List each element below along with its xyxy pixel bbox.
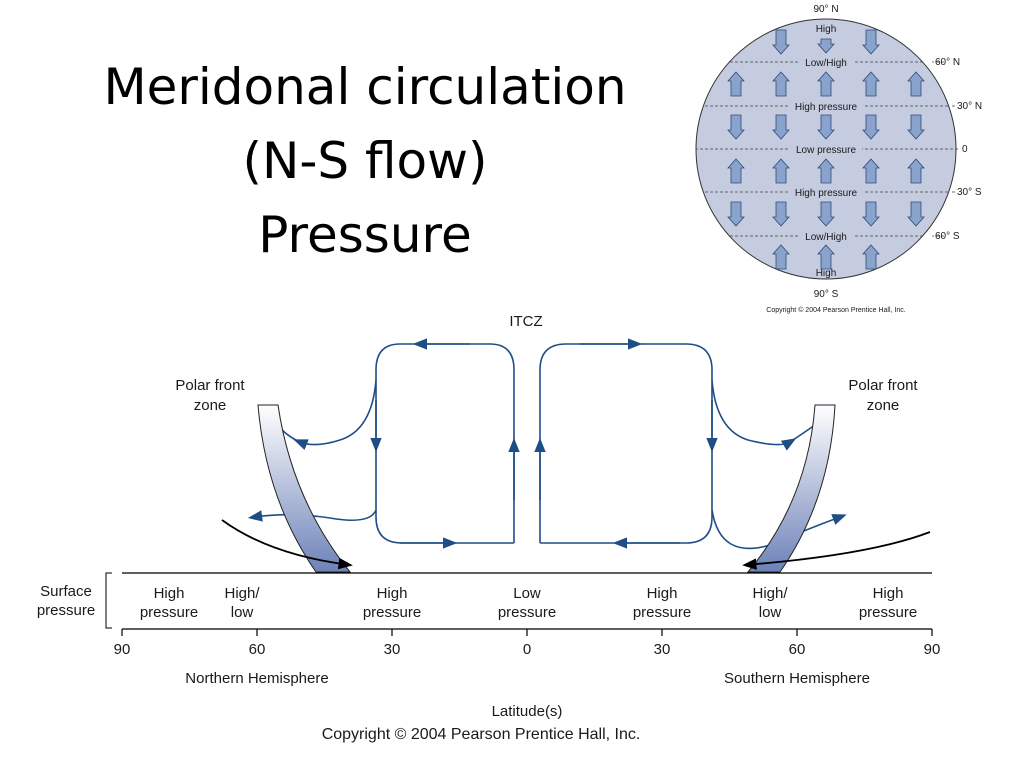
arrow-down-icon xyxy=(862,114,880,140)
arrow-down-icon xyxy=(772,114,790,140)
pressure-label-1b: pressure xyxy=(140,604,198,621)
latitude-axis-label: Latitude(s) xyxy=(492,703,563,720)
pressure-label-3a: High xyxy=(377,585,408,602)
title-line-3: Pressure xyxy=(258,206,472,264)
arrow-up-icon xyxy=(817,244,835,270)
arrow-down-icon xyxy=(907,114,925,140)
globe-bottom-label: 90° S xyxy=(814,289,839,300)
globe-lat-4: 30° S xyxy=(957,187,982,198)
tick-label-6: 60 xyxy=(789,641,806,658)
polar-front-right-line1: Polar front xyxy=(848,377,918,394)
tick-label-2: 60 xyxy=(249,641,266,658)
tick-label-5: 30 xyxy=(654,641,671,658)
globe-pole-bottom: High xyxy=(816,268,837,279)
polar-front-left-band xyxy=(257,404,352,573)
surface-pressure-line2: pressure xyxy=(37,602,95,619)
arrow-down-icon xyxy=(772,201,790,227)
globe-lat-5: 60° S xyxy=(935,231,960,242)
title-line-2: (N-S flow) xyxy=(242,132,488,190)
arrow-down-icon xyxy=(817,201,835,227)
arrow-up-icon xyxy=(862,71,880,97)
left-hadley-cell xyxy=(247,338,520,549)
globe-lat-1: 60° N xyxy=(935,57,960,68)
pressure-labels: High pressure High/ low High pressure Lo… xyxy=(140,585,917,621)
globe-top-label: 90° N xyxy=(813,4,838,15)
globe-band-label-3: Low pressure xyxy=(796,145,856,156)
southern-hemisphere-label: Southern Hemisphere xyxy=(724,670,870,687)
pressure-label-2a: High/ xyxy=(224,585,260,602)
arrow-up-icon xyxy=(772,244,790,270)
arrow-up-icon xyxy=(817,158,835,184)
arrow-up-icon xyxy=(907,71,925,97)
itcz-label: ITCZ xyxy=(509,313,542,330)
arrow-down-icon xyxy=(817,38,835,54)
polar-front-left-line1: Polar front xyxy=(175,377,245,394)
arrow-down-icon xyxy=(862,201,880,227)
pressure-label-2b: low xyxy=(231,604,254,621)
pressure-label-7b: pressure xyxy=(859,604,917,621)
globe-lat-2: 30° N xyxy=(957,101,982,112)
globe-band-label-1: Low/High xyxy=(805,58,847,69)
pressure-label-3b: pressure xyxy=(363,604,421,621)
polar-easterly-left xyxy=(221,519,353,570)
arrow-up-icon xyxy=(772,158,790,184)
globe-band-label-5: Low/High xyxy=(805,232,847,243)
arrow-up-icon xyxy=(727,71,745,97)
arrow-down-icon xyxy=(907,201,925,227)
polar-front-left-line2: zone xyxy=(194,397,227,414)
arrow-up-icon xyxy=(862,244,880,270)
tick-label-1: 90 xyxy=(114,641,131,658)
globe-copyright: Copyright © 2004 Pearson Prentice Hall, … xyxy=(766,306,905,314)
northern-hemisphere-label: Northern Hemisphere xyxy=(185,670,328,687)
pressure-label-5b: pressure xyxy=(633,604,691,621)
slide-title: Meridonal circulation (N-S flow) Pressur… xyxy=(40,50,690,272)
globe-pole-top: High xyxy=(816,24,837,35)
globe-band-label-2: High pressure xyxy=(795,102,858,113)
globe-figure: 90° N 90° S High High Low/High High pres… xyxy=(695,4,982,314)
surface-pressure-line1: Surface xyxy=(40,583,92,600)
diagram-copyright: Copyright © 2004 Pearson Prentice Hall, … xyxy=(322,726,641,743)
polar-easterly-right xyxy=(742,531,931,570)
pressure-label-7a: High xyxy=(873,585,904,602)
arrow-up-icon xyxy=(772,71,790,97)
axis-ticks: 90 60 30 0 30 60 90 xyxy=(114,641,941,658)
arrow-down-icon xyxy=(862,29,880,55)
polar-front-right-line2: zone xyxy=(867,397,900,414)
arrow-down-icon xyxy=(727,201,745,227)
pressure-label-4b: pressure xyxy=(498,604,556,621)
title-line-1: Meridonal circulation xyxy=(103,58,627,116)
pressure-label-5a: High xyxy=(647,585,678,602)
globe-arrows xyxy=(727,29,925,270)
pressure-label-6a: High/ xyxy=(752,585,788,602)
tick-label-4: 0 xyxy=(523,641,531,658)
globe-lat-3: 0 xyxy=(962,144,968,155)
pressure-label-6b: low xyxy=(759,604,782,621)
arrow-up-icon xyxy=(907,158,925,184)
pressure-label-1a: High xyxy=(154,585,185,602)
tick-label-7: 90 xyxy=(924,641,941,658)
circulation-diagram: ITCZ Polar f xyxy=(37,313,941,743)
arrow-up-icon xyxy=(817,71,835,97)
arrow-up-icon xyxy=(862,158,880,184)
globe-band-label-4: High pressure xyxy=(795,188,858,199)
surface-bracket xyxy=(105,572,112,629)
arrow-down-icon xyxy=(772,29,790,55)
pressure-label-4a: Low xyxy=(513,585,541,602)
arrow-up-icon xyxy=(727,158,745,184)
arrow-down-icon xyxy=(727,114,745,140)
tick-label-3: 30 xyxy=(384,641,401,658)
polar-front-right-band xyxy=(746,404,836,573)
arrow-down-icon xyxy=(817,114,835,140)
